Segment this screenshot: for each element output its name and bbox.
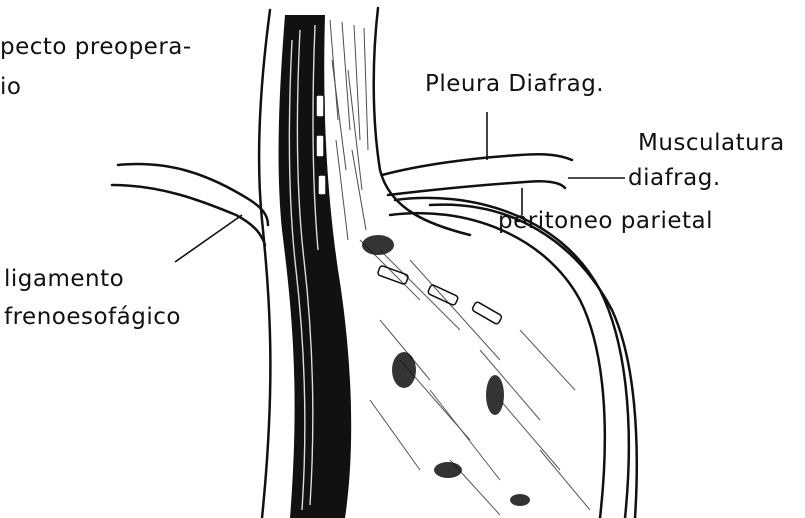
diaphragm-right-lower [388, 181, 565, 195]
esophagus-right-wall [374, 8, 470, 235]
esophagus-left-wall [259, 10, 270, 518]
label-musculatura: Musculatura [638, 132, 785, 155]
label-frenoesofagico: frenoesofágico [4, 306, 181, 329]
leader-ligamento [175, 215, 242, 262]
label-ligamento: ligamento [4, 268, 124, 291]
label-diafrag: diafrag. [628, 167, 721, 190]
diaphragm-left-upper [118, 164, 268, 225]
label-pleura-diafrag: Pleura Diafrag. [425, 73, 604, 96]
stomach-outer [395, 198, 629, 518]
diaphragm-right-upper [382, 154, 572, 175]
stomach-inner [390, 213, 605, 518]
label-aspect-line2: io [0, 76, 21, 99]
label-aspect-line1: pecto preopera- [0, 36, 192, 59]
label-peritoneo-parietal: peritoneo parietal [498, 210, 713, 233]
